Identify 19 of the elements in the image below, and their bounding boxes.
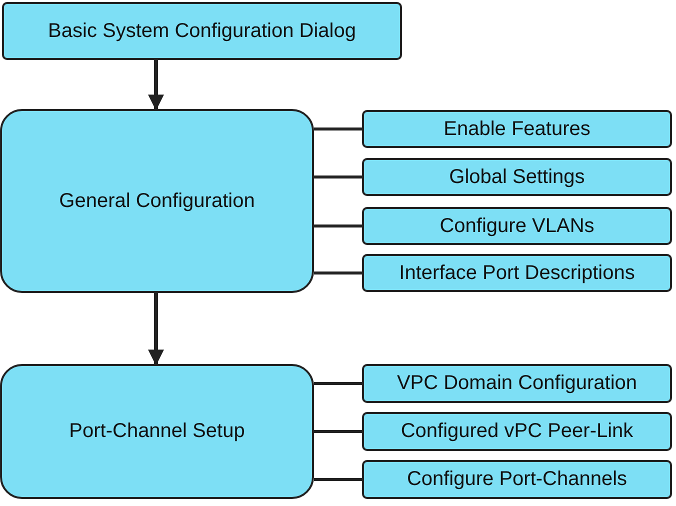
connector-line — [314, 430, 362, 433]
arrow — [148, 60, 164, 111]
step-box: Configure Port-Channels — [362, 460, 672, 499]
step-box: VPC Domain Configuration — [362, 364, 672, 403]
step-box: Configured vPC Peer-Link — [362, 412, 672, 451]
stage-box: General Configuration — [0, 109, 314, 293]
step-box: Configure VLANs — [362, 207, 672, 245]
connector-line — [314, 272, 362, 274]
connector-line — [314, 128, 362, 130]
step-box: Interface Port Descriptions — [362, 254, 672, 292]
step-box: Enable Features — [362, 110, 672, 148]
arrow — [148, 293, 164, 366]
connector-line — [314, 224, 362, 228]
connector-line — [314, 382, 362, 385]
stage-box: Port-Channel Setup — [0, 364, 314, 499]
connector-line — [314, 478, 362, 481]
step-box: Basic System Configuration Dialog — [2, 2, 402, 60]
step-box: Global Settings — [362, 158, 672, 196]
connector-line — [314, 176, 362, 178]
